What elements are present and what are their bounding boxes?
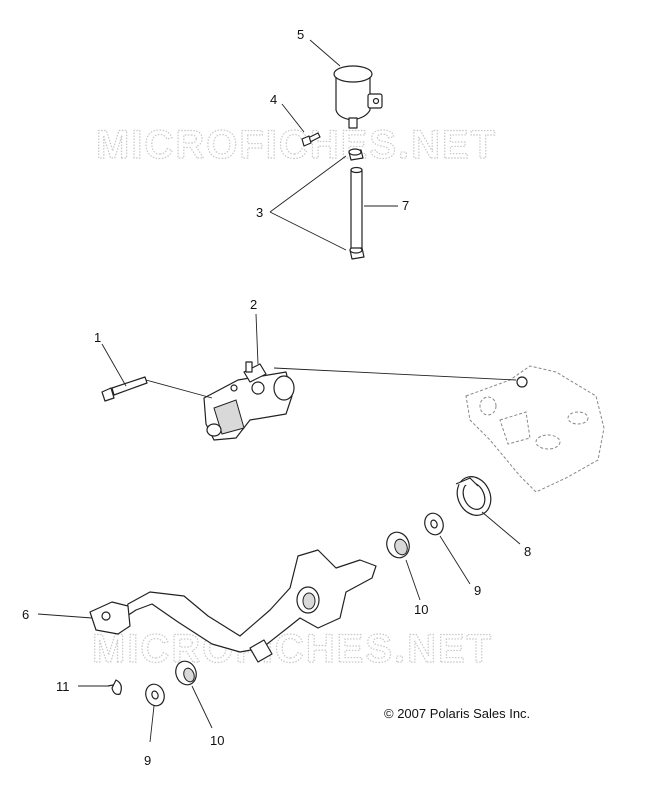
washer-part-9-lower — [145, 683, 165, 707]
leader-lines — [37, 39, 521, 743]
callout-8: 8 — [524, 544, 531, 559]
watermark-top: MICROFICHES.NET — [96, 123, 497, 167]
screw-part-4 — [301, 132, 321, 147]
bolt-part-1 — [101, 376, 148, 402]
callout-9-lower: 9 — [144, 753, 151, 768]
hose-clamp-part-3-upper — [348, 148, 364, 161]
callout-9-upper: 9 — [474, 583, 481, 598]
bushing-part-10-upper — [386, 531, 410, 559]
pin-part-11 — [107, 679, 122, 695]
callout-2: 2 — [250, 297, 257, 312]
hose-clamp-part-3-lower — [349, 246, 365, 260]
hose-part-7 — [350, 166, 363, 249]
mounting-bracket — [465, 365, 605, 493]
reservoir-part-5 — [333, 65, 383, 129]
spring-clip-part-8 — [455, 476, 492, 516]
callout-11: 11 — [56, 679, 70, 694]
callout-1: 1 — [94, 330, 101, 345]
washer-part-9-upper — [424, 512, 444, 536]
brake-pedal-part-6 — [89, 549, 377, 663]
callout-6: 6 — [22, 607, 29, 622]
bushing-part-10-lower — [175, 660, 197, 686]
copyright-notice: © 2007 Polaris Sales Inc. — [384, 706, 530, 721]
master-cylinder-part-2 — [203, 361, 295, 441]
callout-10-lower: 10 — [210, 733, 224, 748]
callout-3: 3 — [256, 205, 263, 220]
watermark-bottom: MICROFICHES.NET — [92, 627, 493, 671]
callout-5: 5 — [297, 27, 304, 42]
callout-4: 4 — [270, 92, 277, 107]
callout-7: 7 — [402, 198, 409, 213]
callout-10-upper: 10 — [414, 602, 428, 617]
